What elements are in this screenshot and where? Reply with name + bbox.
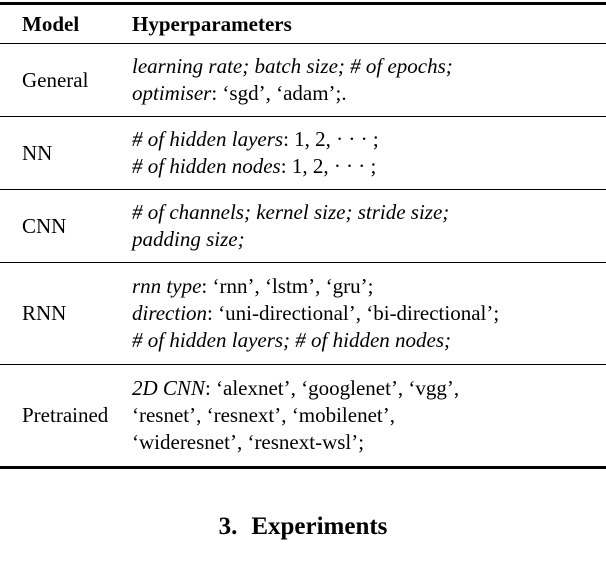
hyperparameter-line: # of channels; kernel size; stride size; (132, 199, 604, 226)
model-column-header: Model (0, 3, 132, 44)
hyperparameter-line: ‘wideresnet’, ‘resnext-wsl’; (132, 429, 604, 456)
hyperparameter-line: padding size; (132, 226, 604, 253)
hyperparameter-line: ‘resnet’, ‘resnext’, ‘mobilenet’, (132, 402, 604, 429)
hyperparameter-line: # of hidden layers; # of hidden nodes; (132, 327, 604, 354)
model-cell: CNN (0, 189, 132, 263)
hyperparameter-line: direction: ‘uni-directional’, ‘bi-direct… (132, 300, 604, 327)
table-header: Model Hyperparameters (0, 3, 606, 44)
hyperparameter-line: learning rate; batch size; # of epochs; (132, 53, 604, 80)
model-cell: Pretrained (0, 364, 132, 468)
table-row: CNN# of channels; kernel size; stride si… (0, 189, 606, 263)
table-header-row: Model Hyperparameters (0, 3, 606, 44)
model-cell: NN (0, 116, 132, 190)
hyperparameter-values: : ‘alexnet’, ‘googlenet’, ‘vgg’, (204, 376, 460, 400)
hyperparameter-term: learning rate; batch size; # of epochs; (132, 54, 453, 78)
hyperparameter-term: direction (132, 301, 208, 325)
hyperparameter-term: # of hidden layers (132, 127, 284, 151)
hyperparameters-cell: 2D CNN: ‘alexnet’, ‘googlenet’, ‘vgg’,‘r… (132, 364, 606, 468)
hyperparameter-term: rnn type (132, 274, 202, 298)
section-heading: 3. Experiments (0, 513, 606, 541)
hyperparameters-cell: # of hidden layers: 1, 2, · · · ;# of hi… (132, 116, 606, 190)
hyperparameter-values: : ‘uni-directional’, ‘bi-directional’; (207, 301, 500, 325)
hyperparameter-line: # of hidden nodes: 1, 2, · · · ; (132, 153, 604, 180)
hyperparameter-term: # of channels; kernel size; stride size; (132, 200, 450, 224)
hyperparameter-term: 2D CNN (132, 376, 205, 400)
hyperparameter-values: : ‘rnn’, ‘lstm’, ‘gru’; (201, 274, 374, 298)
hyperparameter-line: optimiser: ‘sgd’, ‘adam’;. (132, 80, 604, 107)
hyperparameter-values: ‘wideresnet’, ‘resnext-wsl’; (132, 430, 365, 454)
table-row: NN# of hidden layers: 1, 2, · · · ;# of … (0, 116, 606, 190)
hyperparameters-cell: # of channels; kernel size; stride size;… (132, 189, 606, 263)
hyperparameter-term: padding size; (132, 227, 245, 251)
section-title: Experiments (251, 513, 388, 540)
hyperparameter-values: ‘resnet’, ‘resnext’, ‘mobilenet’, (132, 403, 395, 427)
hyperparameters-cell: rnn type: ‘rnn’, ‘lstm’, ‘gru’;direction… (132, 262, 606, 365)
hyperparameter-values: : ‘sgd’, ‘adam’;. (211, 81, 347, 105)
hyperparameter-term: # of hidden layers; # of hidden nodes; (132, 328, 452, 352)
model-cell: RNN (0, 262, 132, 365)
hyperparameters-cell: learning rate; batch size; # of epochs;o… (132, 43, 606, 117)
hyperparameter-line: 2D CNN: ‘alexnet’, ‘googlenet’, ‘vgg’, (132, 375, 604, 402)
hyperparameter-line: rnn type: ‘rnn’, ‘lstm’, ‘gru’; (132, 273, 604, 300)
hyperparameter-values: : 1, 2, · · · ; (283, 127, 379, 151)
hyperparameter-term: optimiser (132, 81, 212, 105)
hyperparameters-column-header: Hyperparameters (132, 3, 606, 44)
hyperparameter-term: # of hidden nodes (132, 154, 281, 178)
hyperparameter-values: : 1, 2, · · · ; (280, 154, 377, 178)
section-number: 3. (218, 513, 238, 540)
model-cell: General (0, 43, 132, 117)
hyperparameter-line: # of hidden layers: 1, 2, · · · ; (132, 126, 604, 153)
